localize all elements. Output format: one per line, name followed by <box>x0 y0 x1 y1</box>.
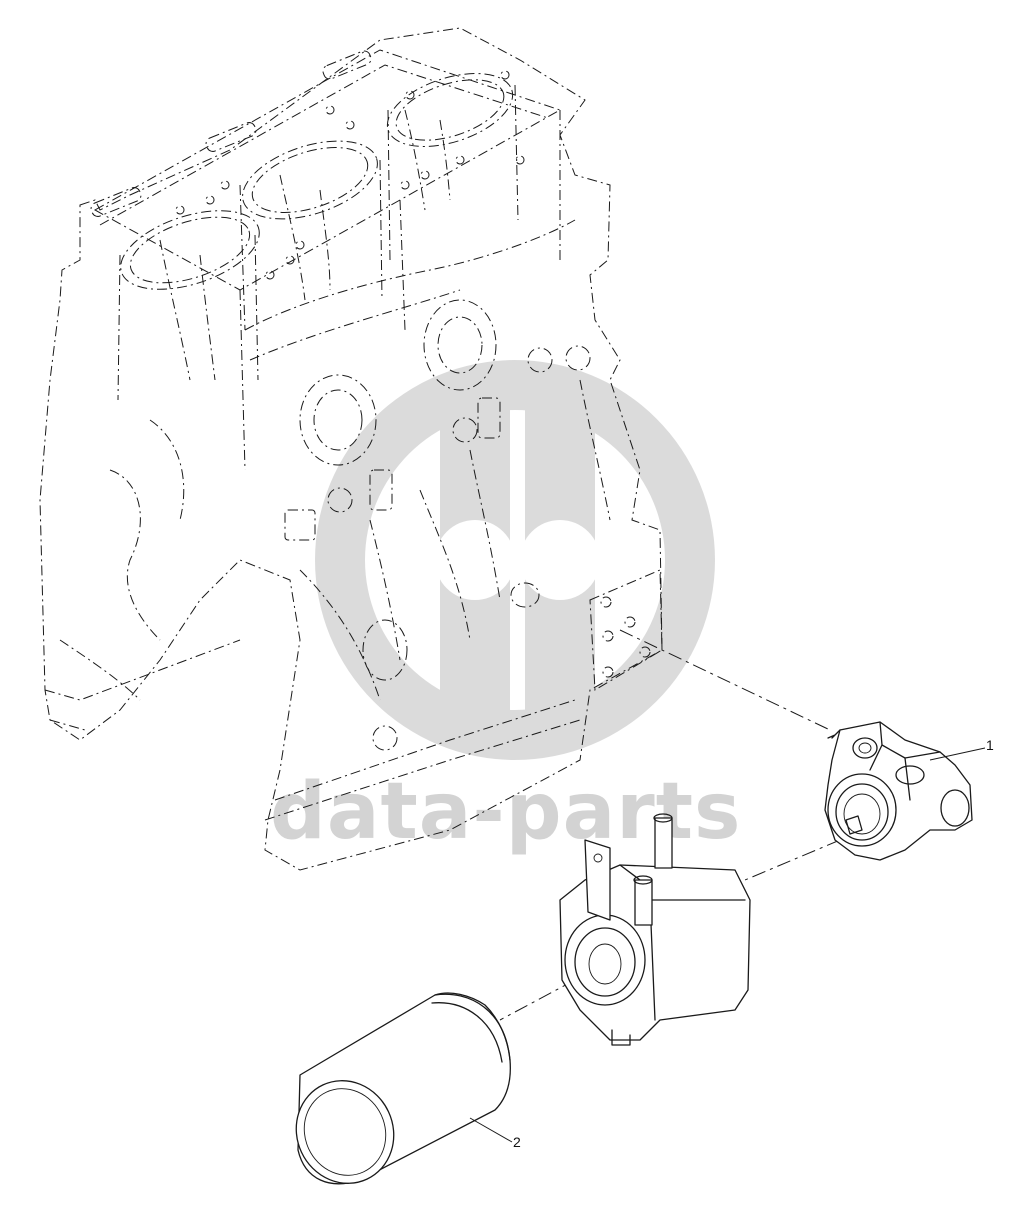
oil-filter-cartridge[interactable] <box>280 992 511 1199</box>
callout-1[interactable]: 1 <box>929 737 994 761</box>
mount-bosses <box>284 345 591 541</box>
watermark: data-parts <box>270 360 740 857</box>
assembly-lines <box>499 629 841 1021</box>
callout-1-label: 1 <box>986 737 994 753</box>
head-bolt-holes <box>175 70 525 280</box>
callout-2[interactable]: 2 <box>469 1117 521 1150</box>
callouts: 1 2 <box>469 737 994 1150</box>
callout-2-label: 2 <box>513 1134 521 1150</box>
oil-cooler <box>559 813 751 1046</box>
watermark-logo <box>315 360 715 760</box>
oil-filter-head[interactable] <box>824 721 973 861</box>
core-plugs <box>299 299 497 466</box>
filter-mount-pad <box>589 569 663 691</box>
